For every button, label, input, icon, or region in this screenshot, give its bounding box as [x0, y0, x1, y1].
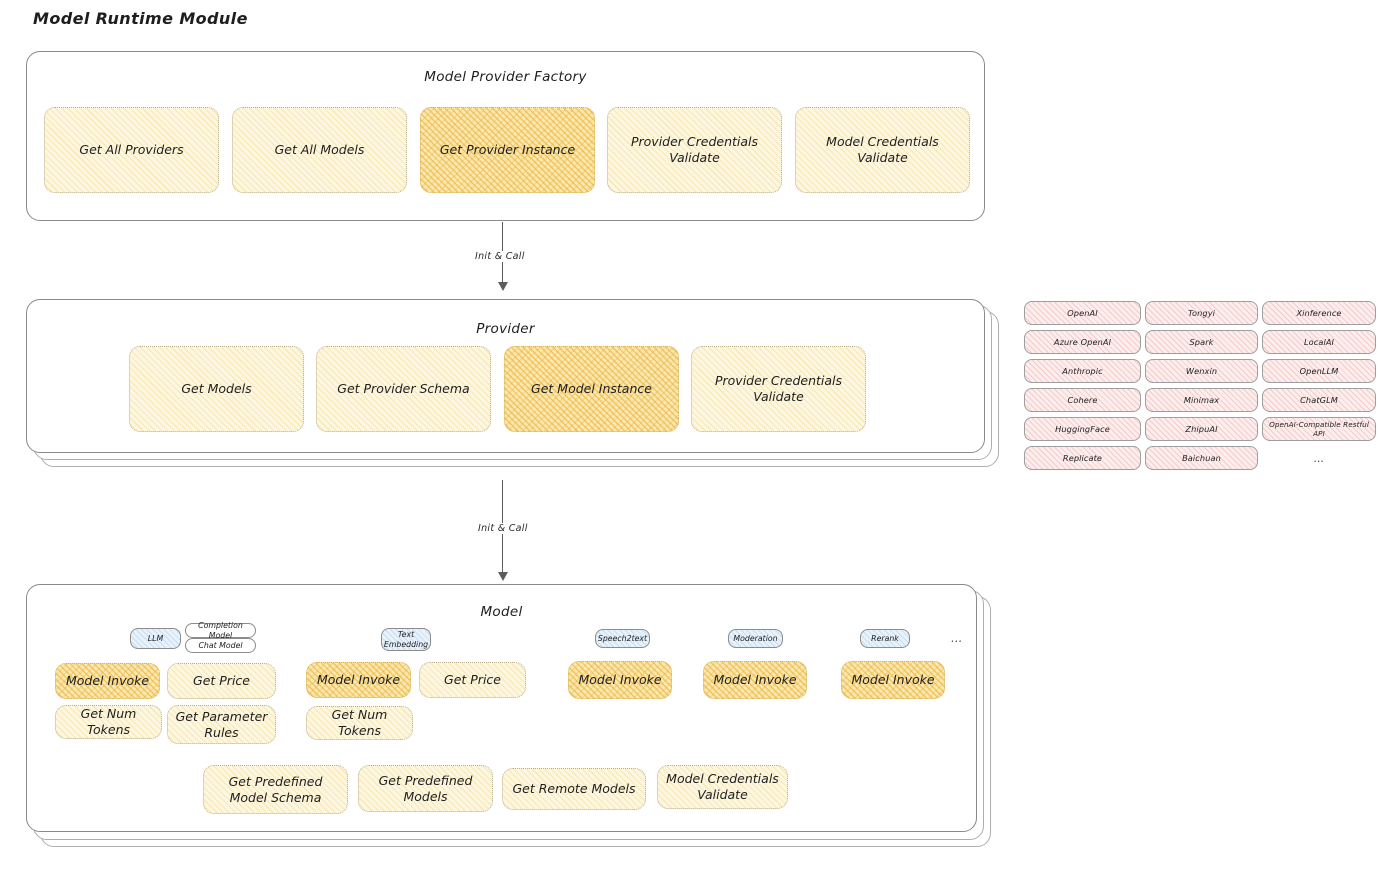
- node-get-provider-instance[interactable]: Get Provider Instance: [420, 107, 595, 193]
- provider-tag-wenxin[interactable]: Wenxin: [1145, 359, 1258, 383]
- provider-tag-spark[interactable]: Spark: [1145, 330, 1258, 354]
- badge-llm[interactable]: LLM: [130, 628, 181, 649]
- node-llm-get-parameter-rules[interactable]: Get Parameter Rules: [167, 705, 276, 744]
- provider-tag-tongyi[interactable]: Tongyi: [1145, 301, 1258, 325]
- node-get-predefined-models[interactable]: Get Predefined Models: [358, 765, 493, 812]
- panel-title-model-provider-factory: Model Provider Factory: [424, 69, 587, 85]
- model-groups-more-indicator: ...: [951, 631, 963, 645]
- badge-moderation[interactable]: Moderation: [728, 629, 783, 648]
- node-provider-credentials-validate-2[interactable]: Provider Credentials Validate: [691, 346, 866, 432]
- provider-tags-more-indicator: ...: [1313, 452, 1325, 465]
- node-text-embedding-model-invoke[interactable]: Model Invoke: [306, 662, 411, 698]
- badge-completion-model[interactable]: Completion Model: [185, 621, 256, 640]
- node-provider-credentials-validate[interactable]: Provider Credentials Validate: [607, 107, 782, 193]
- provider-tag-replicate[interactable]: Replicate: [1024, 446, 1141, 470]
- badge-text-embedding[interactable]: Text Embedding: [381, 628, 431, 651]
- node-model-credentials-validate[interactable]: Model Credentials Validate: [795, 107, 970, 193]
- node-model-credentials-validate-2[interactable]: Model Credentials Validate: [657, 765, 788, 809]
- provider-tag-openllm[interactable]: OpenLLM: [1262, 359, 1376, 383]
- panel-title-model: Model: [480, 604, 523, 620]
- provider-tag-huggingface[interactable]: HuggingFace: [1024, 417, 1141, 441]
- provider-tag-chatglm[interactable]: ChatGLM: [1262, 388, 1376, 412]
- provider-tag-anthropic[interactable]: Anthropic: [1024, 359, 1141, 383]
- provider-tag-azure-openai[interactable]: Azure OpenAI: [1024, 330, 1141, 354]
- node-get-all-models[interactable]: Get All Models: [232, 107, 407, 193]
- provider-tag-openai-compatible-restful-api[interactable]: OpenAI-Compatible Restful API: [1262, 417, 1376, 441]
- node-llm-model-invoke[interactable]: Model Invoke: [55, 663, 160, 699]
- arrow-factory-to-provider-head: [498, 282, 508, 291]
- arrow-label-init-and-call-2: Init & Call: [475, 523, 531, 534]
- node-get-remote-models[interactable]: Get Remote Models: [502, 768, 646, 810]
- node-rerank-model-invoke[interactable]: Model Invoke: [841, 661, 945, 699]
- provider-tag-baichuan[interactable]: Baichuan: [1145, 446, 1258, 470]
- badge-speech2text[interactable]: Speech2text: [595, 629, 650, 648]
- badge-rerank[interactable]: Rerank: [860, 629, 910, 648]
- badge-chat-model[interactable]: Chat Model: [185, 638, 256, 653]
- node-text-embedding-get-num-tokens[interactable]: Get Num Tokens: [306, 706, 413, 740]
- node-llm-get-num-tokens[interactable]: Get Num Tokens: [55, 705, 162, 739]
- node-text-embedding-get-price[interactable]: Get Price: [419, 662, 526, 698]
- provider-tag-cohere[interactable]: Cohere: [1024, 388, 1141, 412]
- provider-tag-openai[interactable]: OpenAI: [1024, 301, 1141, 325]
- arrow-provider-to-model-head: [498, 572, 508, 581]
- provider-tag-localai[interactable]: LocalAI: [1262, 330, 1376, 354]
- node-get-models[interactable]: Get Models: [129, 346, 304, 432]
- provider-tag-xinference[interactable]: Xinference: [1262, 301, 1376, 325]
- node-get-predefined-model-schema[interactable]: Get Predefined Model Schema: [203, 765, 348, 814]
- page-title: Model Runtime Module: [33, 9, 248, 28]
- arrow-label-init-and-call-1: Init & Call: [472, 251, 528, 262]
- provider-tag-minimax[interactable]: Minimax: [1145, 388, 1258, 412]
- node-get-provider-schema[interactable]: Get Provider Schema: [316, 346, 491, 432]
- node-moderation-model-invoke[interactable]: Model Invoke: [703, 661, 807, 699]
- provider-tag-zhipuai[interactable]: ZhipuAI: [1145, 417, 1258, 441]
- node-llm-get-price[interactable]: Get Price: [167, 663, 276, 699]
- node-speech2text-model-invoke[interactable]: Model Invoke: [568, 661, 672, 699]
- panel-title-provider: Provider: [476, 321, 535, 337]
- node-get-all-providers[interactable]: Get All Providers: [44, 107, 219, 193]
- node-get-model-instance[interactable]: Get Model Instance: [504, 346, 679, 432]
